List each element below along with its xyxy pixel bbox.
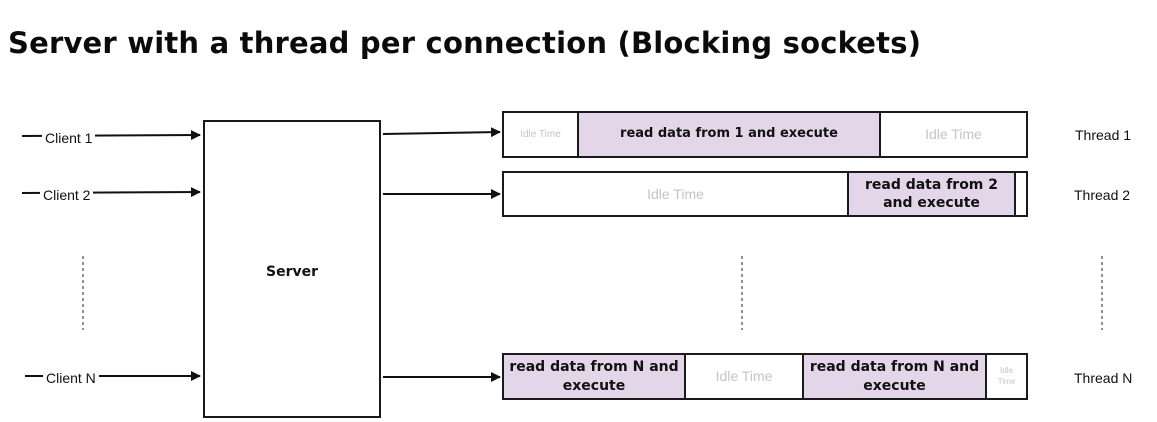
thread-2-idle-segment bbox=[1016, 173, 1026, 215]
thread-2-timeline: Idle Time read data from 2 and execute bbox=[502, 171, 1028, 217]
thread-2-label: Thread 2 bbox=[1074, 187, 1131, 203]
thread-1-idle-segment: Idle Time bbox=[925, 126, 982, 143]
client-1-label: Client 1 bbox=[42, 130, 96, 146]
thread-n-idle-segment: Idle Time bbox=[997, 366, 1016, 386]
thread-2-idle-segment: Idle Time bbox=[504, 173, 849, 215]
server-box: Server bbox=[203, 120, 381, 418]
client-2-label: Client 2 bbox=[40, 187, 94, 203]
server-label: Server bbox=[265, 264, 318, 280]
thread-n-timeline: read data from N and execute Idle Time r… bbox=[502, 353, 1028, 400]
thread-1-busy-segment: read data from 1 and execute bbox=[579, 113, 881, 156]
thread-n-label: Thread N bbox=[1074, 370, 1133, 386]
thread-n-busy-segment: read data from N and execute bbox=[504, 355, 686, 398]
thread-1-arrow bbox=[382, 127, 501, 138]
thread-1-timeline: Idle Time read data from 1 and execute I… bbox=[502, 111, 1028, 158]
client-n-label: Client N bbox=[43, 370, 99, 386]
thread-n-idle-segment: Idle Time bbox=[686, 355, 804, 398]
thread-1-label: Thread 1 bbox=[1075, 127, 1132, 143]
diagram-title: Server with a thread per connection (Blo… bbox=[8, 26, 922, 60]
thread-2-busy-segment: read data from 2 and execute bbox=[849, 173, 1016, 215]
thread-n-busy-segment: read data from N and execute bbox=[804, 355, 987, 398]
thread-1-idle-segment: Idle Time bbox=[504, 113, 579, 156]
